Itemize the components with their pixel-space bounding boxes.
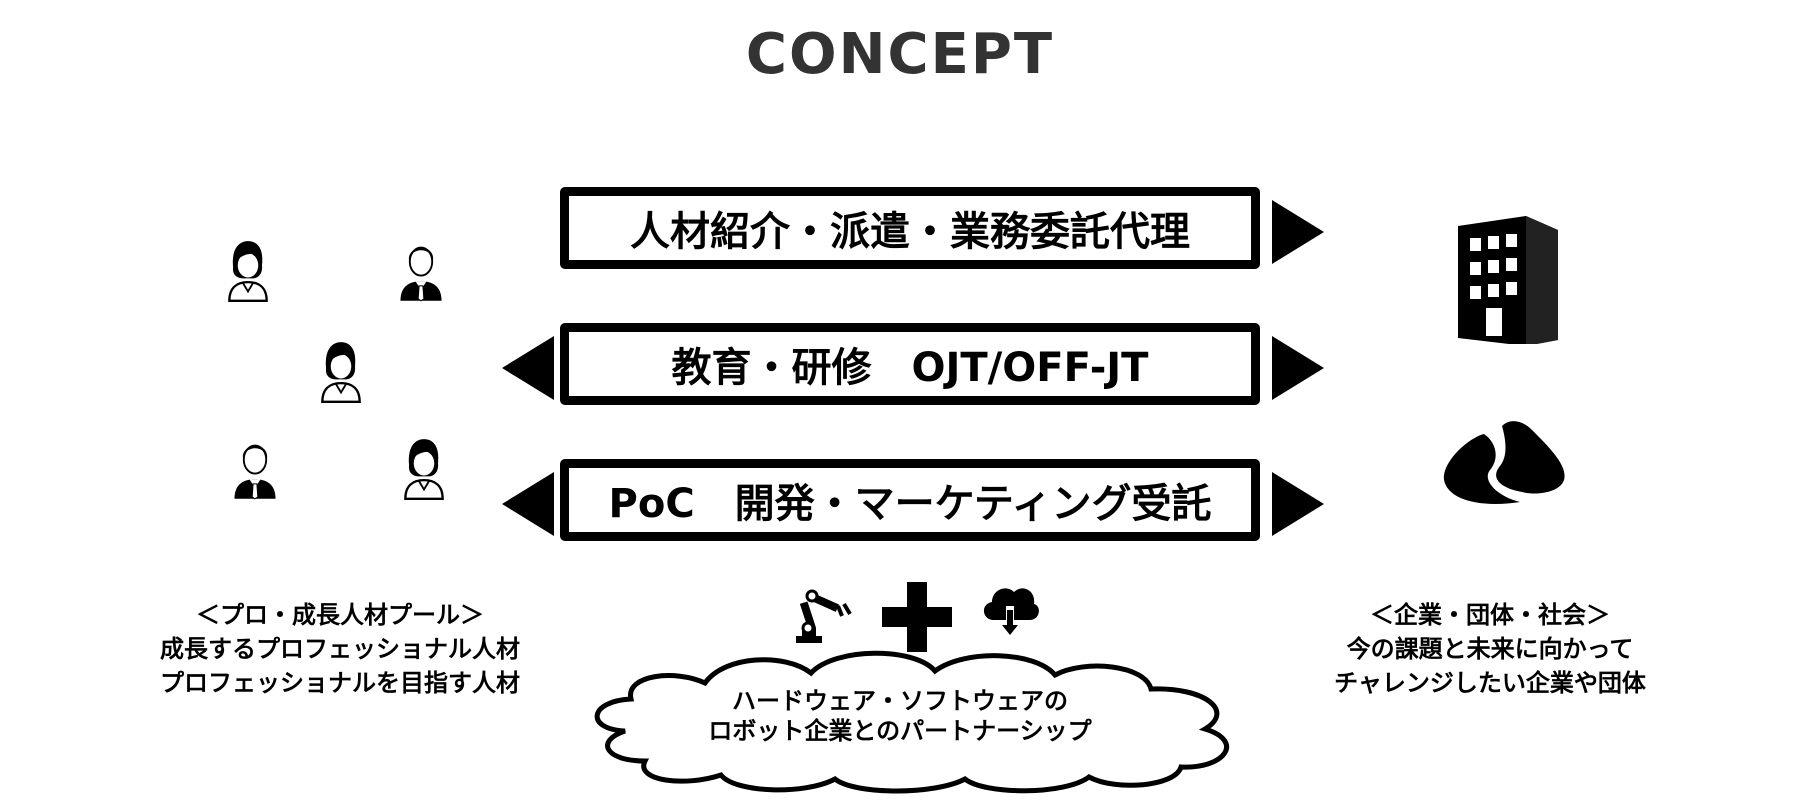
flow-bar-education: 教育・研修 OJT/OFF-JT: [560, 323, 1260, 405]
person-female-icon: [313, 338, 369, 404]
arrow-right: [1272, 336, 1324, 400]
flow-bar-poc: PoC 開発・マーケティング受託: [560, 459, 1260, 541]
partnership-line-1: ハードウェア・ソフトウェアの: [732, 687, 1068, 715]
right-caption-line-2: チャレンジしたい企業や団体: [1334, 669, 1646, 697]
person-male-icon: [393, 237, 449, 303]
left-caption-heading: ＜プロ・成長人材プール＞: [196, 601, 484, 629]
arrow-left: [502, 336, 554, 400]
person-male-icon: [227, 435, 283, 501]
partnership-line-2: ロボット企業とのパートナーシップ: [708, 717, 1092, 745]
building-icon: [1458, 216, 1558, 344]
left-caption-line-1: 成長するプロフェッショナル人材: [160, 635, 520, 663]
partnership-text: ハードウェア・ソフトウェアの ロボット企業とのパートナーシップ: [640, 686, 1160, 746]
left-caption-line-2: プロフェッショナルを目指す人材: [160, 669, 520, 697]
mountain-logo-icon: [1443, 421, 1565, 504]
flow-bar-staffing: 人材紹介・派遣・業務委託代理: [560, 187, 1260, 269]
arrow-left: [502, 472, 554, 536]
person-female-icon: [220, 237, 276, 303]
arrow-right: [1272, 200, 1324, 264]
flow-label: 教育・研修 OJT/OFF-JT: [671, 345, 1149, 391]
left-caption: ＜プロ・成長人材プール＞ 成長するプロフェッショナル人材 プロフェッショナルを目…: [120, 598, 560, 700]
right-caption-heading: ＜企業・団体・社会＞: [1370, 601, 1610, 629]
right-caption: ＜企業・団体・社会＞ 今の課題と未来に向かって チャレンジしたい企業や団体: [1290, 598, 1690, 700]
plus-icon: [882, 582, 952, 652]
flow-label: 人材紹介・派遣・業務委託代理: [630, 209, 1190, 255]
arrow-right: [1272, 472, 1324, 536]
flow-label: PoC 開発・マーケティング受託: [608, 481, 1212, 527]
right-caption-line-1: 今の課題と未来に向かって: [1346, 635, 1634, 663]
page-title: CONCEPT: [745, 22, 1055, 87]
partnership-cloud: [594, 650, 1230, 794]
person-female-icon: [396, 435, 452, 501]
cloud-download-icon: [983, 588, 1039, 638]
robot-arm-icon: [796, 589, 852, 643]
